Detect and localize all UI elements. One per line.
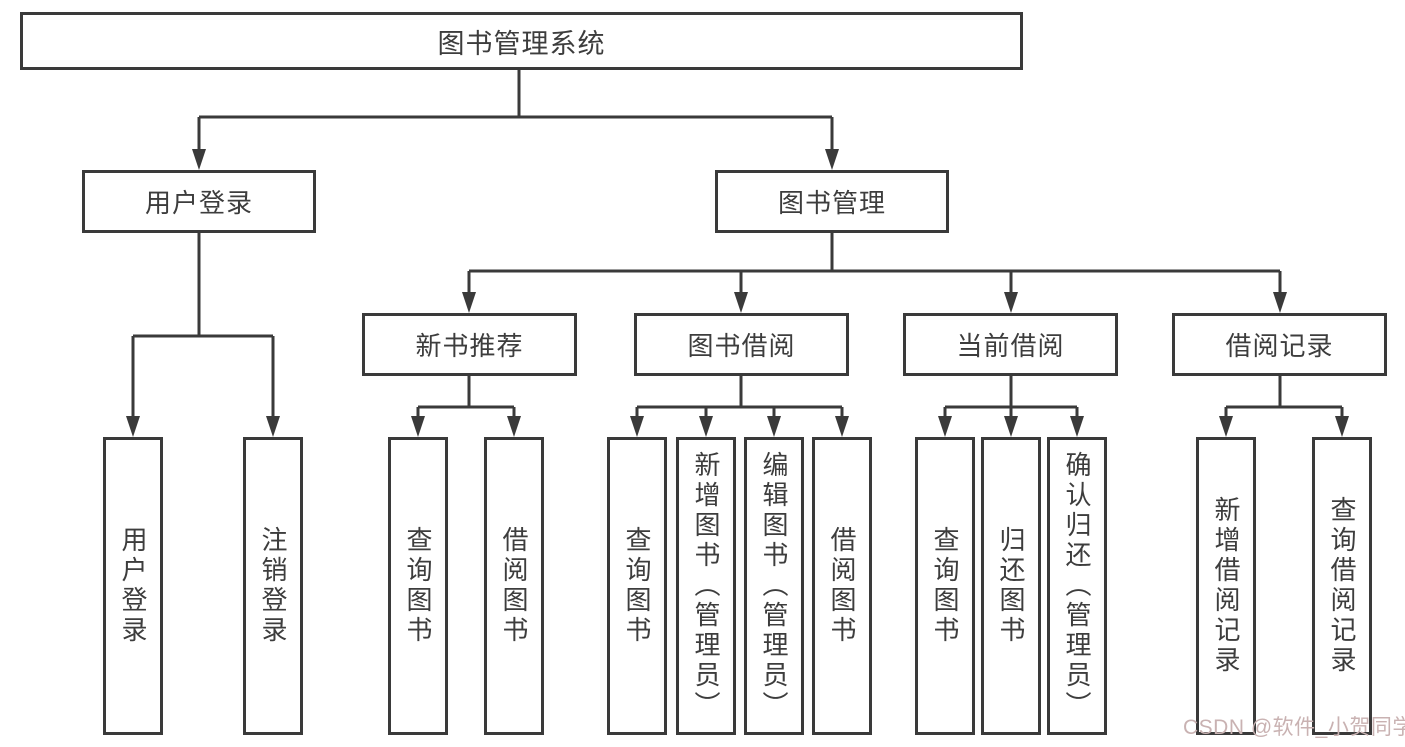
node-label: 用户登录 <box>118 526 148 646</box>
node-label: 注销登录 <box>258 526 288 646</box>
arrow-down-icon <box>767 416 781 437</box>
leaf-user-login: 用户登录 <box>103 437 163 735</box>
arrow-down-icon <box>192 149 206 170</box>
arrow-down-icon <box>825 149 839 170</box>
arrow-down-icon <box>462 292 476 313</box>
arrow-down-icon <box>1273 292 1287 313</box>
arrow-down-icon <box>266 416 280 437</box>
node-label: 新增借阅记录 <box>1211 496 1241 676</box>
arrow-down-icon <box>835 416 849 437</box>
node-current-borrow: 当前借阅 <box>903 313 1118 376</box>
node-label: 图书管理系统 <box>437 28 606 59</box>
leaf-query-borrow-record: 查询借阅记录 <box>1312 437 1372 735</box>
arrow-down-icon <box>938 416 952 437</box>
connector-current-borrow-children <box>943 376 1079 419</box>
leaf-confirm-return-admin: 确认归还（管理员） <box>1047 437 1107 735</box>
node-label: 新增图书（管理员） <box>691 451 721 721</box>
node-label: 查询图书 <box>622 526 652 646</box>
node-new-book-recommend: 新书推荐 <box>362 313 577 376</box>
node-label: 查询图书 <box>930 526 960 646</box>
arrow-down-icon <box>734 292 748 313</box>
arrow-down-icon <box>699 416 713 437</box>
node-book-management: 图书管理 <box>715 170 949 233</box>
node-label: 借阅图书 <box>827 526 857 646</box>
leaf-add-borrow-record: 新增借阅记录 <box>1196 437 1256 735</box>
node-book-borrow: 图书借阅 <box>634 313 849 376</box>
connector-borrow-record-children <box>1224 376 1344 419</box>
leaf-borrow-books-borrow: 借阅图书 <box>812 437 872 735</box>
csdn-watermark: CSDN @软件_小贺同学 <box>1183 716 1405 739</box>
connector-root-to-level2 <box>197 69 834 152</box>
node-user-login: 用户登录 <box>82 170 316 233</box>
connector-user-login-children <box>131 233 275 419</box>
connector-new-book-children <box>416 376 516 419</box>
leaf-query-books-borrow: 查询图书 <box>607 437 667 735</box>
arrow-down-icon <box>1004 416 1018 437</box>
arrow-down-icon <box>1070 416 1084 437</box>
node-label: 确认归还（管理员） <box>1062 451 1092 721</box>
node-label: 归还图书 <box>996 526 1026 646</box>
node-label: 借阅记录 <box>1225 331 1334 361</box>
leaf-logout: 注销登录 <box>243 437 303 735</box>
connector-book-management-children <box>467 233 1282 295</box>
leaf-add-book-admin: 新增图书（管理员） <box>676 437 736 735</box>
node-label: 查询图书 <box>403 526 433 646</box>
leaf-return-books: 归还图书 <box>981 437 1041 735</box>
node-label: 图书借阅 <box>687 331 796 361</box>
connector-book-borrow-children <box>635 376 844 419</box>
node-label: 查询借阅记录 <box>1327 496 1357 676</box>
node-label: 当前借阅 <box>956 331 1065 361</box>
arrow-down-icon <box>507 416 521 437</box>
arrow-down-icon <box>1335 416 1349 437</box>
node-label: 用户登录 <box>144 188 253 218</box>
leaf-edit-book-admin: 编辑图书（管理员） <box>744 437 804 735</box>
node-label: 借阅图书 <box>499 526 529 646</box>
arrow-down-icon <box>1219 416 1233 437</box>
arrow-down-icon <box>411 416 425 437</box>
arrow-down-icon <box>1004 292 1018 313</box>
node-label: 新书推荐 <box>415 331 524 361</box>
node-library-management-system: 图书管理系统 <box>20 12 1023 70</box>
leaf-query-books-recommend: 查询图书 <box>388 437 448 735</box>
leaf-query-books-current: 查询图书 <box>915 437 975 735</box>
node-borrow-records: 借阅记录 <box>1172 313 1387 376</box>
leaf-borrow-books-recommend: 借阅图书 <box>484 437 544 735</box>
arrow-down-icon <box>126 416 140 437</box>
node-label: 编辑图书（管理员） <box>759 451 789 721</box>
node-label: 图书管理 <box>777 188 886 218</box>
arrow-down-icon <box>630 416 644 437</box>
